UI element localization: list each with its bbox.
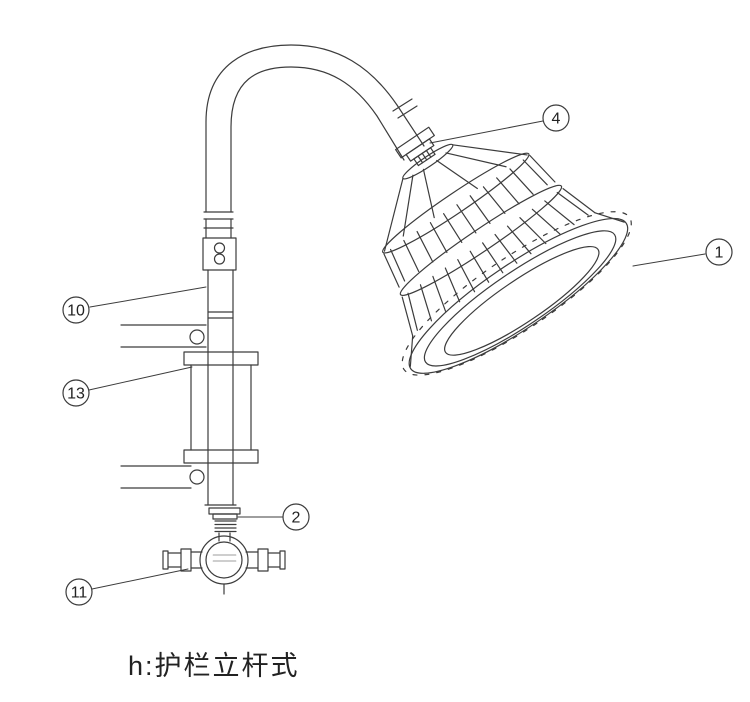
- callout-label-1: 1: [715, 245, 724, 262]
- lamp-heatsink-tier1: [383, 154, 563, 296]
- callout-label-10: 10: [67, 303, 85, 320]
- callout-label-2: 2: [292, 510, 301, 527]
- lamp-mount-connector: [394, 126, 436, 167]
- joint-connector: [204, 504, 241, 533]
- callout-label-13: 13: [67, 386, 85, 403]
- leader-line-10: [89, 286, 207, 308]
- leader-line-13: [88, 366, 193, 391]
- figure-caption: h:护栏立杆式: [128, 651, 300, 681]
- callout-label-11: 11: [71, 585, 88, 602]
- lamp-cone: [382, 143, 530, 254]
- callouts: 4 1 10 13 2 11: [62, 104, 733, 606]
- crossbar-clamp: [162, 532, 286, 595]
- callout-4: 4: [542, 104, 570, 132]
- callout-10: 10: [62, 296, 90, 324]
- callout-2: 2: [282, 503, 310, 531]
- callout-13: 13: [62, 379, 90, 407]
- mounting-pole: [207, 269, 234, 506]
- rail-clamp-upper: [120, 324, 207, 348]
- callout-1: 1: [705, 238, 733, 266]
- callout-label-4: 4: [552, 111, 561, 128]
- lamp-heatsink-tier2: [401, 188, 625, 367]
- leader-lines: [88, 120, 706, 590]
- rail-clamp-lower: [120, 465, 205, 489]
- leader-line-1: [632, 253, 706, 267]
- gooseneck-pipe: [203, 44, 425, 229]
- swivel-coupler: [202, 227, 237, 271]
- lamp-head: [382, 126, 632, 376]
- lamp-face: [401, 211, 632, 376]
- leader-line-11: [91, 568, 189, 590]
- leader-line-4: [429, 120, 544, 144]
- callout-11: 11: [65, 578, 93, 606]
- pole-clamp: [183, 351, 259, 464]
